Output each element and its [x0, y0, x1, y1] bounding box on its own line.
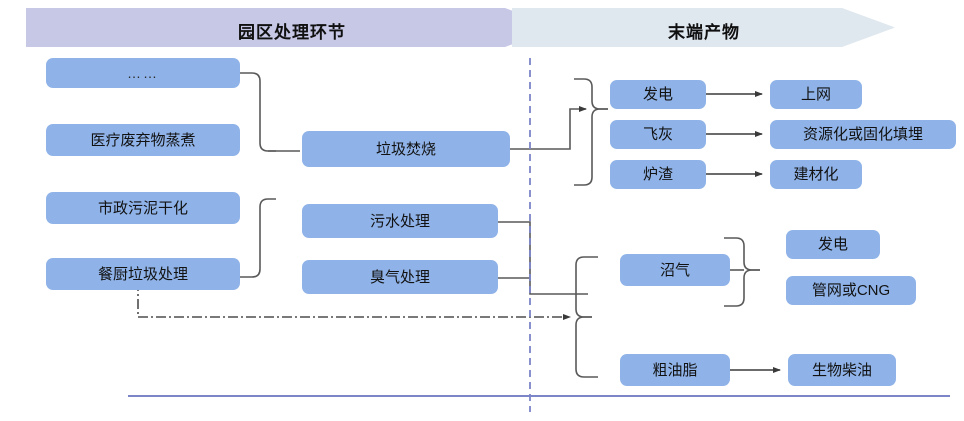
- process-node-waste-incineration[interactable]: 垃圾焚烧: [302, 131, 510, 167]
- output-node-power-generation[interactable]: 发电: [610, 80, 706, 109]
- output-arrows: [706, 91, 781, 373]
- output-node-fly-ash[interactable]: 飞灰: [610, 120, 706, 149]
- destination-node-pipeline-or-cng[interactable]: 管网或CNG: [786, 276, 916, 305]
- stage-label-end-products: 末端产物: [668, 23, 740, 42]
- inputs-brace: [240, 72, 300, 278]
- incineration-outputs-brace: [574, 78, 608, 186]
- lower-outputs-brace: [575, 256, 598, 378]
- process-node-odor-treatment[interactable]: 臭气处理: [302, 260, 498, 294]
- output-node-crude-grease[interactable]: 粗油脂: [620, 354, 730, 386]
- destination-node-grid-connection[interactable]: 上网: [770, 80, 862, 109]
- output-node-slag[interactable]: 炉渣: [610, 160, 706, 189]
- destination-node-biogas-power-generation[interactable]: 发电: [786, 230, 880, 259]
- input-node-kitchen-waste-treatment[interactable]: 餐厨垃圾处理: [46, 258, 240, 290]
- destination-node-biodiesel[interactable]: 生物柴油: [788, 354, 896, 386]
- process-node-wastewater-treatment[interactable]: 污水处理: [302, 204, 498, 238]
- destination-node-building-materials[interactable]: 建材化: [770, 160, 862, 189]
- waste-liquid-link: [498, 221, 588, 295]
- stage-label-park-processing: 园区处理环节: [238, 23, 346, 42]
- header-banner: [26, 8, 895, 47]
- input-node-municipal-sludge-drying[interactable]: 市政污泥干化: [46, 192, 240, 224]
- incineration-link: [510, 106, 587, 150]
- destination-node-resource-or-solidified-landfill[interactable]: 资源化或固化填埋: [770, 120, 956, 149]
- input-node-ellipsis[interactable]: ……: [46, 58, 240, 88]
- input-node-medical-waste-steaming[interactable]: 医疗废弃物蒸煮: [46, 124, 240, 156]
- output-node-biogas[interactable]: 沼气: [620, 254, 730, 286]
